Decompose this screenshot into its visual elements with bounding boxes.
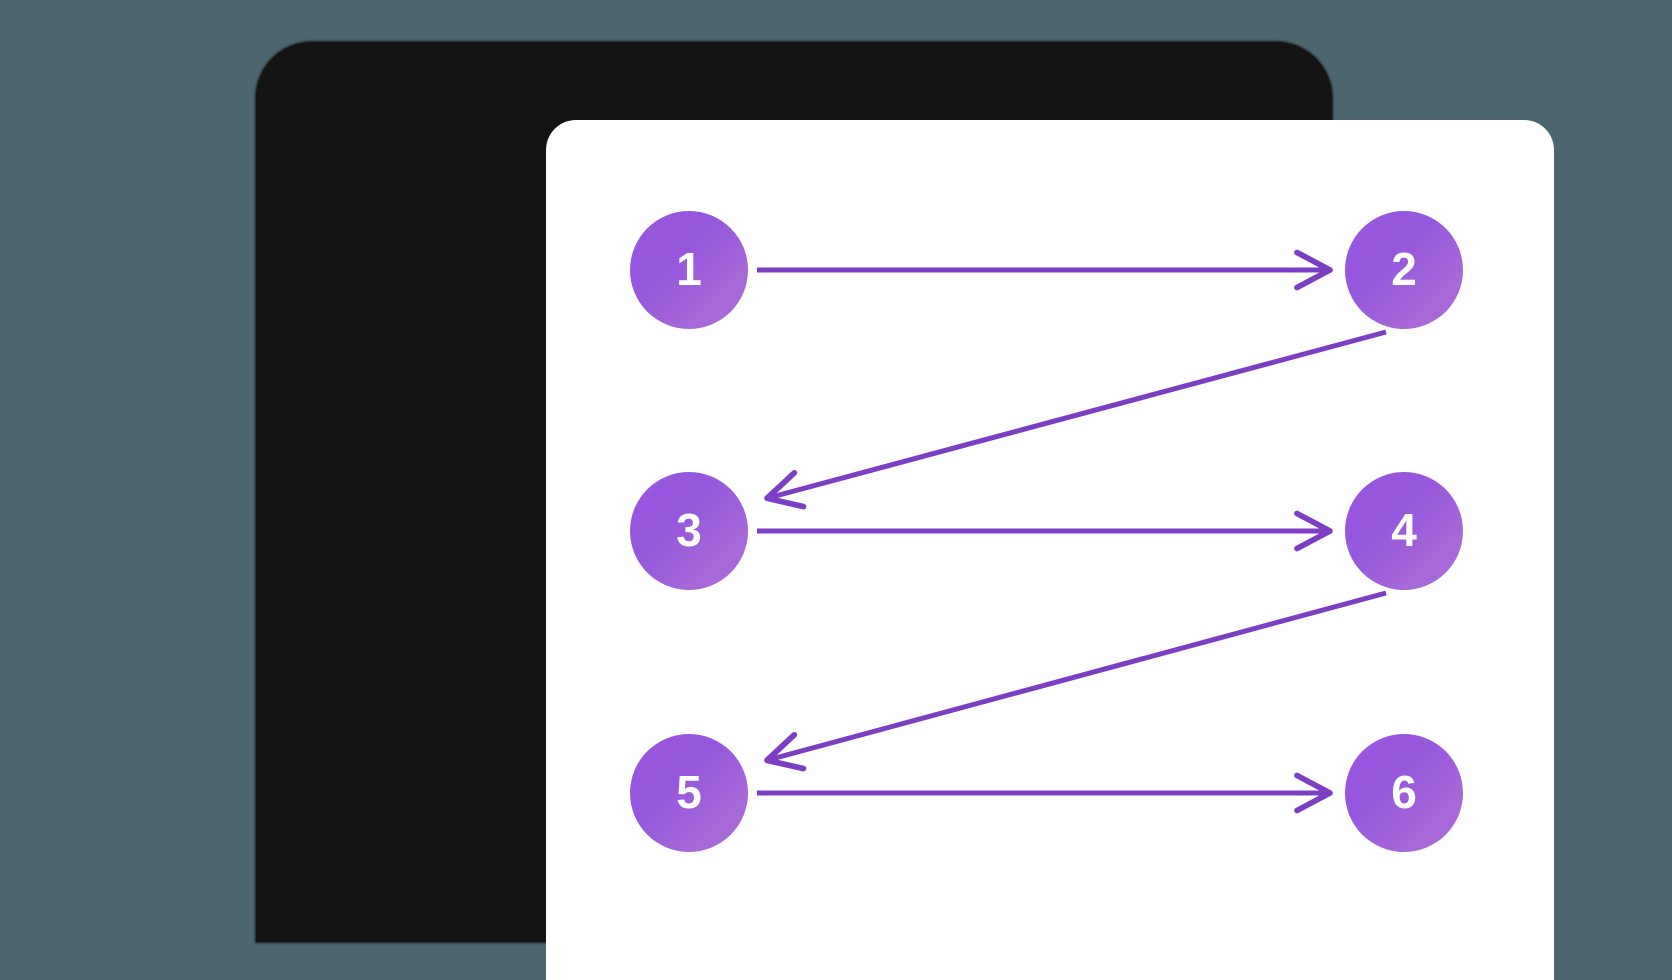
- graph-node-3[interactable]: 3: [630, 472, 748, 590]
- graph-node-6-label: 6: [1391, 766, 1417, 818]
- screenshot-stage: 1 2 3 4 5 6: [256, 42, 1554, 980]
- graph-node-4-label: 4: [1391, 504, 1417, 556]
- edge-2-to-3: [764, 329, 1387, 510]
- graph-node-6[interactable]: 6: [1345, 734, 1463, 852]
- graph-node-2[interactable]: 2: [1345, 211, 1463, 329]
- graph-node-5-label: 5: [676, 766, 702, 818]
- edge-layer: [757, 249, 1387, 814]
- graph-node-1-label: 1: [676, 243, 702, 295]
- graph-node-5[interactable]: 5: [630, 734, 748, 852]
- boustrophedon-graph-diagram: 1 2 3 4 5 6: [546, 120, 1554, 980]
- graph-node-4[interactable]: 4: [1345, 472, 1463, 590]
- graph-node-1[interactable]: 1: [630, 211, 748, 329]
- device-frame: 1 2 3 4 5 6: [256, 42, 1554, 980]
- device-screen: 1 2 3 4 5 6: [546, 120, 1554, 980]
- graph-node-2-label: 2: [1391, 243, 1417, 295]
- edge-4-to-5: [764, 590, 1387, 772]
- graph-node-3-label: 3: [676, 504, 702, 556]
